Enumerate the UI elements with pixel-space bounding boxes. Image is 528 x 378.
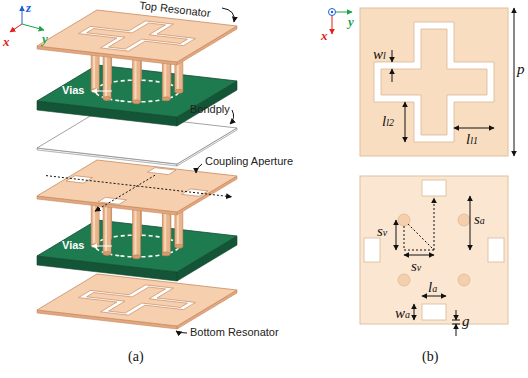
dimension-arrow [404,255,434,256]
via-base [162,97,170,101]
dotted-axis-arrow [46,176,232,197]
axis-label: y [42,32,48,45]
via-pointer [92,246,112,247]
via-pointer [92,91,112,92]
part-name: Bottom Resonator [190,327,279,338]
via-base [162,252,170,256]
part-name: Bondply [190,104,230,115]
via-base [132,255,140,259]
part-name: Vias [62,240,84,251]
aperture-top-view [360,176,508,324]
subfigure-label: (b) [422,350,438,364]
subfigure-label: (a) [128,350,144,364]
dimension-arrow [456,324,457,336]
dimension-arrow [414,304,415,320]
leader-line [176,331,187,333]
dimension-tick [452,324,460,325]
via-base [103,251,111,255]
dotted-axis-arrow [95,175,155,211]
dimension-label: ll1 [466,132,478,147]
leader-line [230,110,234,124]
aperture-slot [422,304,446,320]
aperture-slot [364,238,380,262]
dotted-guide [404,250,434,251]
leader-line [196,164,202,173]
dimension-arrow [422,296,446,297]
plate-top [37,160,237,212]
top-view-panel [329,8,515,336]
dotted-guide [404,226,405,250]
z-axis-arrow [22,6,23,24]
via-base [175,89,183,93]
dimension-label: p [517,62,525,77]
dimension-label: sv [411,259,421,274]
leader-line [222,8,234,22]
via-base [132,100,140,104]
dimension-label: sa [474,212,485,227]
dimension-label: wa [395,306,410,321]
dimension-arrow [456,310,457,320]
dimension-label: g [462,314,470,329]
z-axis-out-symbol [329,9,336,16]
axis-label: x [3,35,10,48]
dimension-label: sv [377,224,387,239]
dimension-arrow [405,102,406,142]
axis-label: y [348,15,354,28]
dotted-guide [408,224,434,250]
dimension-arrow [392,69,393,82]
dimension-arrow [396,220,397,250]
axis-label: x [321,29,328,42]
axis-label: z [26,1,31,14]
plate-top [37,274,237,326]
dimension-arrow [470,196,471,250]
dimension-label: ll2 [382,114,394,129]
via-hole [458,214,470,226]
dimension-label: la [428,280,437,295]
coupling-aperture-plate [37,160,237,215]
bottom-resonator-plate [37,274,237,329]
resonator-top-view [360,8,508,156]
dimension-tick [452,320,460,321]
via-hole [398,274,410,286]
via-base [175,244,183,248]
dimension-arrow [454,128,494,129]
aperture-slot [488,238,504,262]
part-name: Coupling Aperture [205,156,293,167]
dimension-arrow [392,50,393,62]
dimension-arrow [514,8,515,156]
x-axis-arrow [10,24,22,32]
cross-slot [79,21,196,51]
via-base [103,96,111,100]
cross-patch [87,23,188,49]
via-hole [458,274,470,286]
part-name: Top Resonator [139,0,211,19]
cross-slot [374,22,494,142]
aperture-slot [422,180,446,196]
y-axis-arrow [22,24,44,30]
dimension-label: wl [373,47,386,62]
dotted-guide [434,198,435,250]
aperture-slot [148,168,177,175]
annotations [10,6,234,333]
cross-slot [79,285,196,315]
cross-patch [87,287,188,313]
part-name: Vias [62,85,84,96]
cross-patch [381,29,487,135]
z-axis-out-dot [331,11,333,13]
